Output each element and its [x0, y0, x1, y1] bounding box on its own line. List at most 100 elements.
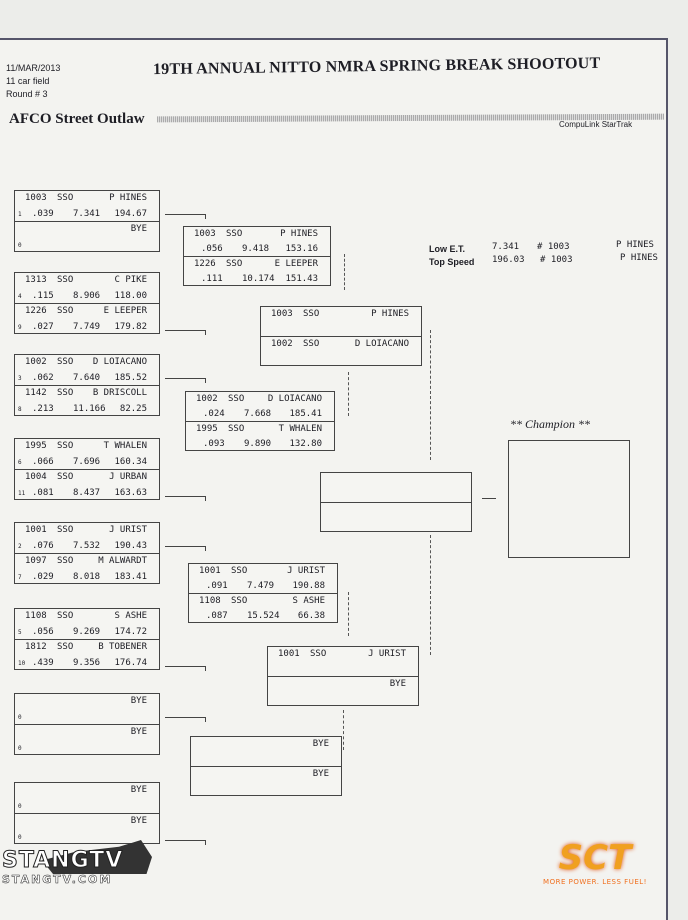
driver-name: J URIST [287, 566, 325, 576]
driver-name: D LOIACANO [354, 339, 409, 349]
final-connector [482, 498, 496, 499]
reaction-time: .091 [206, 581, 228, 591]
seed: 0 [18, 242, 22, 249]
seed: 10 [18, 660, 26, 667]
elapsed-time: 9.418 [242, 244, 270, 254]
reaction-time: .087 [206, 611, 228, 621]
dashed-connector [430, 330, 431, 460]
connector [165, 330, 206, 335]
driver-name: J URBAN [109, 472, 147, 482]
driver-name: T WHALEN [103, 441, 147, 451]
driver-name: E LEEPER [103, 306, 147, 316]
elapsed-time: 15.524 [247, 611, 280, 621]
elapsed-time: 7.479 [247, 581, 275, 591]
seed: 6 [18, 459, 22, 466]
champion-box [508, 440, 630, 558]
entry: BYE [191, 766, 341, 796]
timing-system: CompuLink StarTrak [559, 120, 633, 129]
speed: 179.82 [114, 322, 147, 332]
speed: 66.38 [297, 611, 325, 621]
dashed-connector [348, 592, 349, 636]
speed: 118.00 [114, 291, 147, 301]
dashed-connector [430, 535, 431, 655]
seed: 1 [18, 211, 22, 218]
car-number: 1097 [25, 556, 47, 566]
speed: 190.88 [292, 581, 325, 591]
champion-label: ** Champion ** [510, 417, 591, 431]
seed: 8 [18, 406, 22, 413]
elapsed-time: 8.018 [73, 572, 101, 582]
driver-name: D LOIACANO [267, 394, 322, 404]
driver-name: BYE [130, 727, 147, 737]
seed: 7 [18, 574, 22, 581]
reaction-time: .093 [203, 439, 225, 449]
car-number: 1108 [25, 611, 47, 621]
driver-name: T WHALEN [278, 424, 322, 434]
seed: 0 [18, 803, 22, 810]
car-class: SSO [57, 275, 74, 285]
entry: BYE [191, 737, 341, 766]
car-number: 1002 [271, 339, 293, 349]
connector [165, 546, 206, 551]
connector [165, 666, 206, 671]
car-class: SSO [57, 642, 74, 652]
driver-name: B DRISCOLL [92, 388, 147, 398]
elapsed-time: 7.532 [73, 541, 101, 551]
elapsed-time: 8.906 [73, 291, 101, 301]
driver-name: D LOIACANO [92, 357, 147, 367]
field-size: 11 car field [6, 76, 50, 86]
car-number: 1226 [25, 306, 47, 316]
car-class: SSO [57, 306, 74, 316]
dashed-connector [343, 710, 344, 750]
car-class: SSO [226, 229, 243, 239]
car-class: SSO [57, 193, 74, 203]
elapsed-time: 9.356 [73, 658, 101, 668]
elapsed-time: 7.696 [73, 457, 101, 467]
driver-name: BYE [389, 679, 406, 689]
driver-name: BYE [130, 785, 147, 795]
seed: 0 [18, 834, 22, 841]
car-class: SSO [57, 611, 74, 621]
car-class: SSO [57, 388, 74, 398]
speed: 194.67 [114, 209, 147, 219]
car-number: 1001 [199, 566, 221, 576]
car-number: 1004 [25, 472, 47, 482]
speed: 151.43 [285, 274, 318, 284]
car-number: 1812 [25, 642, 47, 652]
driver-name: BYE [130, 696, 147, 706]
car-class: SSO [57, 472, 74, 482]
dashed-connector [348, 372, 349, 416]
car-number: 1003 [271, 309, 293, 319]
speed: 153.16 [285, 244, 318, 254]
elapsed-time: 9.890 [244, 439, 272, 449]
car-number: 1003 [25, 193, 47, 203]
speed: 160.34 [114, 457, 147, 467]
connector [165, 840, 206, 845]
